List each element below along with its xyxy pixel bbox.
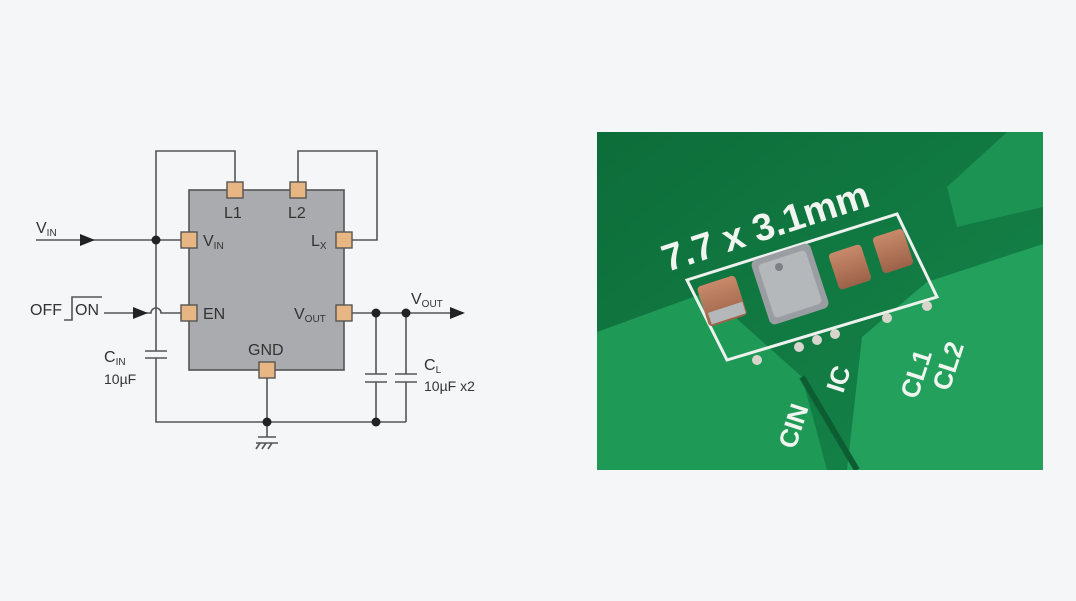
junction-dot xyxy=(151,235,161,245)
vin-arrow xyxy=(80,234,95,246)
vin-input-label: VIN xyxy=(36,220,57,239)
cl1-capacitor xyxy=(829,244,871,290)
pin-l1-label: L1 xyxy=(224,205,242,222)
junction-dot xyxy=(401,308,411,318)
cl-label: CL xyxy=(424,357,442,376)
pin-lx-label: LX xyxy=(311,233,327,252)
pin-en xyxy=(180,304,198,322)
component-outline xyxy=(684,212,940,362)
vout-arrow xyxy=(450,307,465,319)
ic-package xyxy=(751,243,829,325)
en-arrow xyxy=(133,307,148,319)
wires xyxy=(36,150,450,450)
cin-capacitor xyxy=(697,275,747,327)
pin-l2 xyxy=(289,181,307,199)
pin-vin xyxy=(180,231,198,249)
pin-lx xyxy=(335,231,353,249)
pin-l1 xyxy=(226,181,244,199)
pin-gnd xyxy=(258,361,276,379)
cin-label: CIN xyxy=(104,349,126,368)
pin-vout-label: VOUT xyxy=(294,306,326,325)
pin-en-label: EN xyxy=(203,306,225,323)
cl2-capacitor xyxy=(872,229,914,273)
pin-l2-label: L2 xyxy=(288,205,306,222)
on-label: ON xyxy=(75,302,99,319)
pcb-photo: 7.7 x 3.1mm CIN IC CL1 CL2 xyxy=(597,132,1043,470)
pcb-copper-top xyxy=(947,132,1043,227)
cin-value: 10µF xyxy=(104,371,136,387)
pcb-copper-right xyxy=(847,244,1043,470)
off-label: OFF xyxy=(30,302,62,319)
pin-vin-label: VIN xyxy=(203,233,224,252)
pin-gnd-label: GND xyxy=(248,342,284,359)
test-pads xyxy=(752,301,932,365)
cl-value: 10µF x2 xyxy=(424,378,475,394)
circuit-schematic: VIN OFF ON L1 L2 VIN LX EN VOUT GND VOUT… xyxy=(30,150,475,450)
pin-vout xyxy=(335,304,353,322)
junction-dot xyxy=(371,417,381,427)
ic-body xyxy=(188,189,345,371)
junction-dot xyxy=(371,308,381,318)
junction-dot xyxy=(262,417,272,427)
pcb-copper-left xyxy=(597,292,827,470)
vout-output-label: VOUT xyxy=(411,291,443,310)
